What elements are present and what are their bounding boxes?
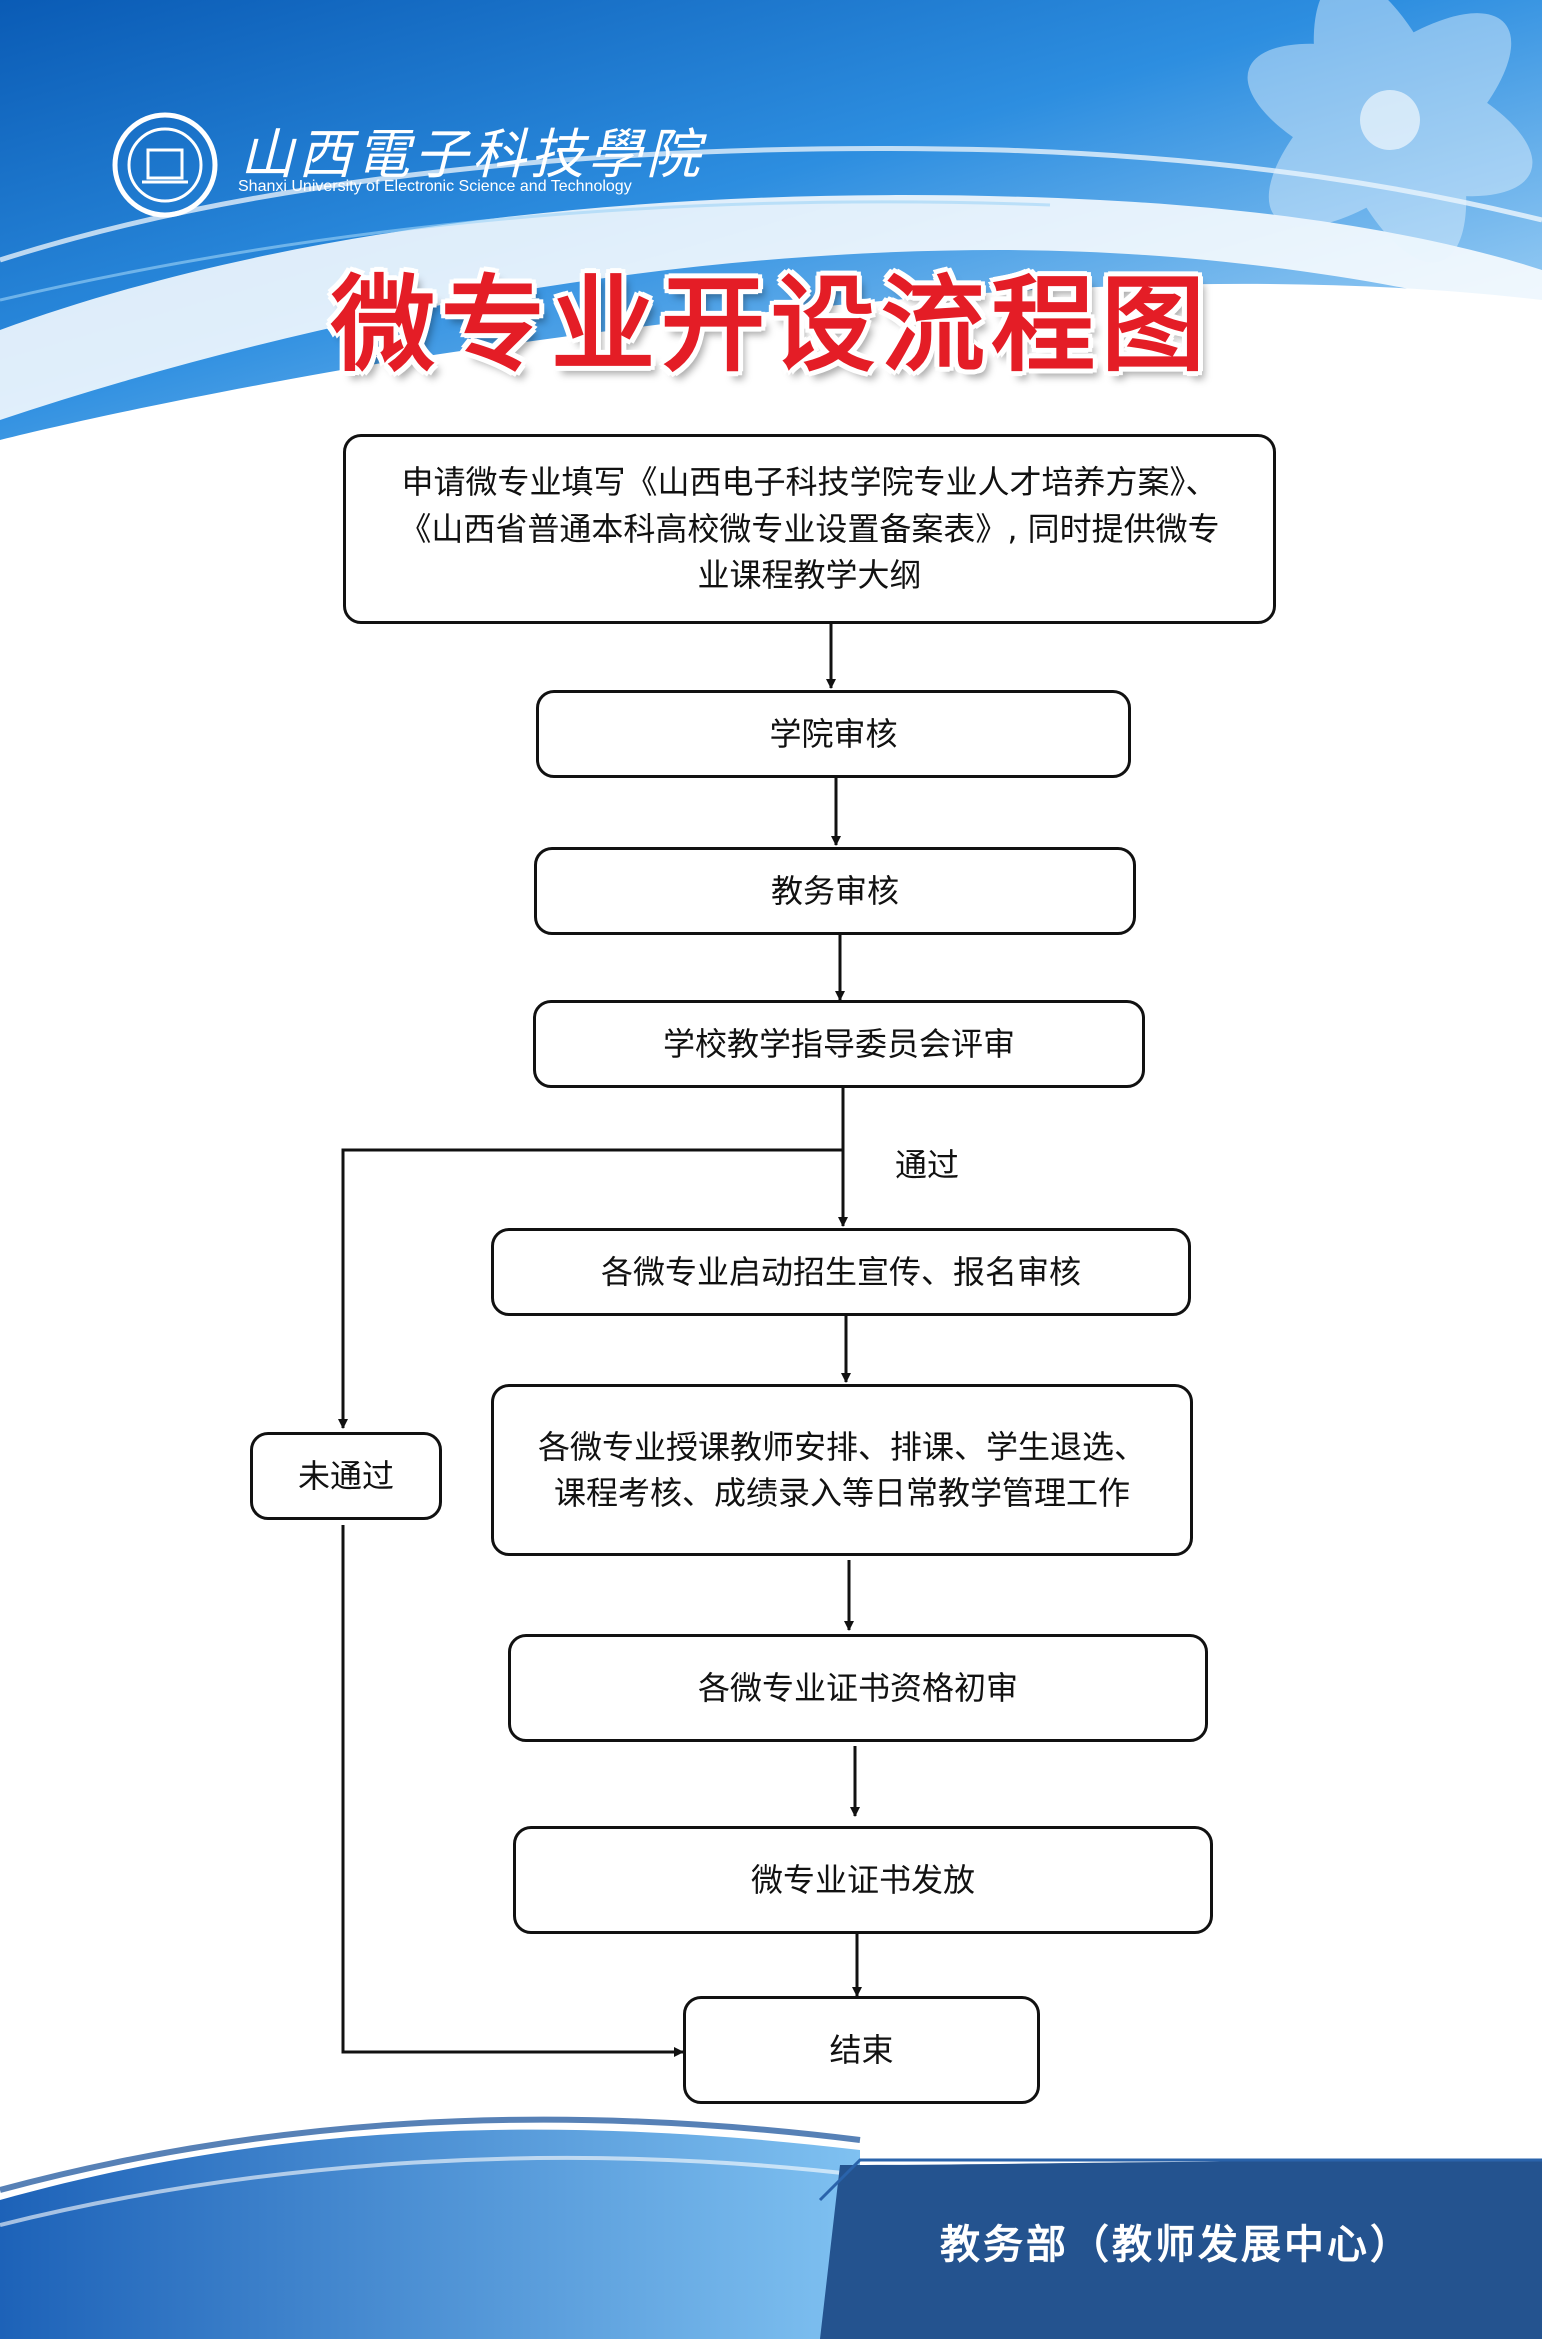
step-teaching-line1: 各微专业授课教师安排、排课、学生退选、 [537,1427,1146,1466]
step-enrollment-box: 各微专业启动招生宣传、报名审核 [491,1228,1191,1316]
step-apply-line2: 《山西省普通本科高校微专业设置备案表》, 同时提供微专 [399,509,1220,548]
school-name-cn: 山西電子科技學院 [240,123,704,186]
step-cert-review-box: 各微专业证书资格初审 [508,1634,1208,1742]
end-label: 结束 [829,2030,894,2069]
step-cert-issue-label: 微专业证书发放 [750,1860,975,1899]
footer-department: 教务部（教师发展中心） [940,2222,1413,2268]
fail-label: 未通过 [297,1456,394,1495]
step-committee-review-label: 学校教学指导委员会评审 [662,1024,1015,1063]
step-academic-review-box: 教务审核 [534,847,1136,935]
pass-label: 通过 [895,1146,960,1184]
school-emblem-icon [112,112,218,218]
step-apply-box: 申请微专业填写《山西电子科技学院专业人才培养方案》、 《山西省普通本科高校微专业… [343,434,1276,624]
step-college-review-box: 学院审核 [536,690,1131,778]
step-committee-review-box: 学校教学指导委员会评审 [533,1000,1145,1088]
step-college-review-label: 学院审核 [769,714,898,753]
school-name-en: Shanxi University of Electronic Science … [238,178,632,195]
step-teaching-line2: 课程考核、成绩录入等日常教学管理工作 [553,1474,1130,1512]
step-apply-line3: 业课程教学大纲 [697,556,922,595]
step-cert-issue-box: 微专业证书发放 [513,1826,1213,1934]
fail-box: 未通过 [250,1432,442,1520]
step-cert-review-label: 各微专业证书资格初审 [697,1668,1018,1707]
end-box: 结束 [683,1996,1040,2104]
step-teaching-box: 各微专业授课教师安排、排课、学生退选、 课程考核、成绩录入等日常教学管理工作 [491,1384,1193,1556]
step-apply-line1: 申请微专业填写《山西电子科技学院专业人才培养方案》、 [401,463,1218,502]
step-enrollment-label: 各微专业启动招生宣传、报名审核 [600,1252,1081,1291]
page-title: 微专业开设流程图 [330,264,1211,386]
step-academic-review-label: 教务审核 [770,871,899,910]
